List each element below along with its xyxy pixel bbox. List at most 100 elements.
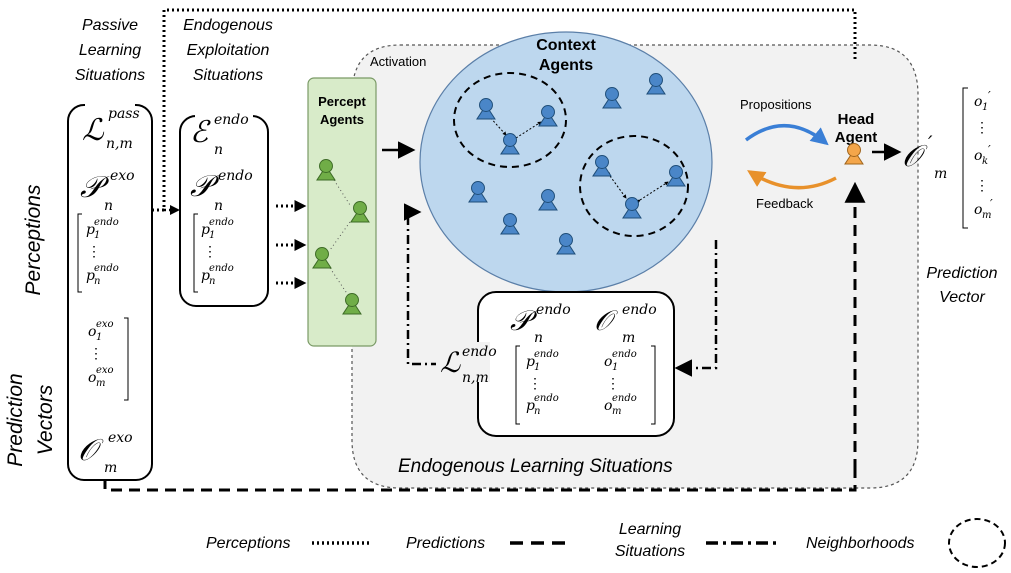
svg-text:endo: endo bbox=[534, 393, 559, 404]
output-ok: o k ′ bbox=[974, 143, 991, 167]
svg-text:Context: Context bbox=[536, 37, 596, 54]
legend-neighborhood-circle bbox=[948, 518, 1006, 568]
exploitation-p-bracket-left bbox=[193, 213, 198, 293]
exploitation-box-cover bbox=[195, 110, 253, 136]
head-agent-title: Head Agent bbox=[835, 111, 878, 146]
endogenous-o-ellipsis: ⋮ bbox=[606, 375, 620, 391]
svg-text:n: n bbox=[104, 198, 113, 214]
svg-text:p: p bbox=[86, 268, 95, 284]
svg-text:m: m bbox=[104, 460, 117, 476]
svg-text:exo: exo bbox=[96, 365, 114, 376]
svg-text:endo: endo bbox=[534, 349, 559, 360]
svg-text:n,m: n,m bbox=[106, 136, 133, 152]
user-icon bbox=[844, 143, 864, 165]
output-o1: o 1 ′ bbox=[974, 89, 991, 113]
legend: Perceptions Predictions Learning Situati… bbox=[206, 518, 1006, 568]
learning-path-left bbox=[404, 203, 440, 366]
percept-agents-box bbox=[307, 77, 377, 347]
svg-text:Passive: Passive bbox=[82, 17, 138, 34]
user-icon bbox=[468, 181, 488, 203]
svg-text:o: o bbox=[974, 148, 982, 164]
passive-L-symbol: ℒ pass n,m bbox=[82, 106, 140, 152]
svg-text:endo: endo bbox=[94, 217, 119, 228]
svg-text:o: o bbox=[88, 324, 96, 340]
user-icon bbox=[622, 197, 642, 219]
exploitation-E-symbol: ℰ endo n bbox=[190, 112, 249, 158]
propositions-label: Propositions bbox=[740, 97, 812, 112]
context-agents-group bbox=[468, 73, 686, 255]
svg-text:Prediction: Prediction bbox=[926, 265, 997, 282]
percept-agents-title: Percept Agents bbox=[318, 94, 366, 127]
endogenous-om: o m endo bbox=[604, 393, 637, 417]
svg-text:o: o bbox=[974, 202, 982, 218]
output-ellipsis-2: ⋮ bbox=[975, 177, 989, 193]
endogenous-o1: o 1 endo bbox=[604, 349, 637, 373]
user-icon bbox=[538, 105, 558, 127]
learning-path-right bbox=[674, 240, 718, 377]
svg-text:m: m bbox=[622, 330, 635, 346]
svg-text:Exploitation: Exploitation bbox=[187, 42, 270, 59]
svg-text:′: ′ bbox=[928, 131, 933, 155]
svg-text:ℒ: ℒ bbox=[440, 346, 461, 379]
svg-text:p: p bbox=[86, 222, 95, 238]
passive-o-ellipsis: ⋮ bbox=[89, 345, 103, 361]
svg-text:n: n bbox=[214, 198, 223, 214]
user-icon bbox=[342, 293, 362, 315]
user-icon bbox=[602, 87, 622, 109]
svg-text:1: 1 bbox=[982, 102, 988, 113]
passive-p-bracket-left bbox=[77, 213, 82, 293]
endogenous-L-symbol: ℒ endo n,m bbox=[436, 342, 497, 386]
legend-predictions-label: Predictions bbox=[406, 535, 485, 552]
context-agents-title: Context Agents bbox=[536, 37, 596, 74]
svg-text:p: p bbox=[201, 222, 210, 238]
exploitation-pn: p n endo bbox=[201, 263, 234, 287]
legend-perceptions-label: Perceptions bbox=[206, 535, 291, 552]
svg-text:Agent: Agent bbox=[835, 129, 878, 146]
propositions-arrow bbox=[744, 124, 829, 146]
svg-text:n: n bbox=[534, 406, 540, 417]
svg-text:p: p bbox=[526, 354, 535, 370]
svg-text:Vector: Vector bbox=[939, 289, 985, 306]
perceptions-side-label: Perceptions bbox=[22, 184, 45, 295]
svg-text:ℒ: ℒ bbox=[82, 113, 105, 148]
output-bracket-left bbox=[962, 87, 968, 229]
output-caption: Prediction Vector bbox=[926, 265, 997, 306]
svg-text:Agents: Agents bbox=[539, 57, 593, 74]
endogenous-bracket-left bbox=[515, 345, 520, 425]
percept-agents-group bbox=[312, 159, 370, 315]
user-icon bbox=[350, 201, 370, 223]
passive-pn: p n endo bbox=[86, 263, 119, 287]
prediction-side-label: Prediction bbox=[4, 373, 27, 466]
neighborhood-circle-1 bbox=[453, 72, 567, 168]
svg-text:o: o bbox=[604, 398, 612, 414]
activation-label: Activation bbox=[370, 54, 426, 69]
svg-text:Percept: Percept bbox=[318, 94, 366, 109]
exploitation-heading: Endogenous Exploitation Situations bbox=[183, 17, 273, 84]
user-icon bbox=[538, 189, 558, 211]
endogenous-p-ellipsis: ⋮ bbox=[528, 375, 542, 391]
exploitation-p1: p 1 endo bbox=[201, 217, 234, 241]
svg-text:endo: endo bbox=[94, 263, 119, 274]
svg-text:o: o bbox=[88, 370, 96, 386]
legend-learning-label-2: Situations bbox=[615, 543, 685, 560]
svg-text:1: 1 bbox=[612, 362, 618, 373]
svg-text:Agents: Agents bbox=[320, 112, 364, 127]
legend-learning-label-1: Learning bbox=[619, 521, 681, 538]
svg-text:endo: endo bbox=[209, 263, 234, 274]
svg-text:m: m bbox=[612, 406, 621, 417]
svg-text:Endogenous: Endogenous bbox=[183, 17, 273, 34]
user-icon bbox=[666, 165, 686, 187]
svg-text:p: p bbox=[526, 398, 535, 414]
svg-text:1: 1 bbox=[534, 362, 540, 373]
svg-text:exo: exo bbox=[110, 168, 135, 184]
svg-text:1: 1 bbox=[96, 332, 102, 343]
svg-text:1: 1 bbox=[209, 230, 215, 241]
svg-text:n: n bbox=[209, 276, 215, 287]
user-icon bbox=[312, 247, 332, 269]
feedback-label: Feedback bbox=[756, 196, 814, 211]
neighborhood-circle-2 bbox=[579, 135, 689, 237]
vectors-side-label: Vectors bbox=[34, 384, 57, 455]
svg-text:exo: exo bbox=[96, 319, 114, 330]
svg-text:Situations: Situations bbox=[193, 67, 263, 84]
